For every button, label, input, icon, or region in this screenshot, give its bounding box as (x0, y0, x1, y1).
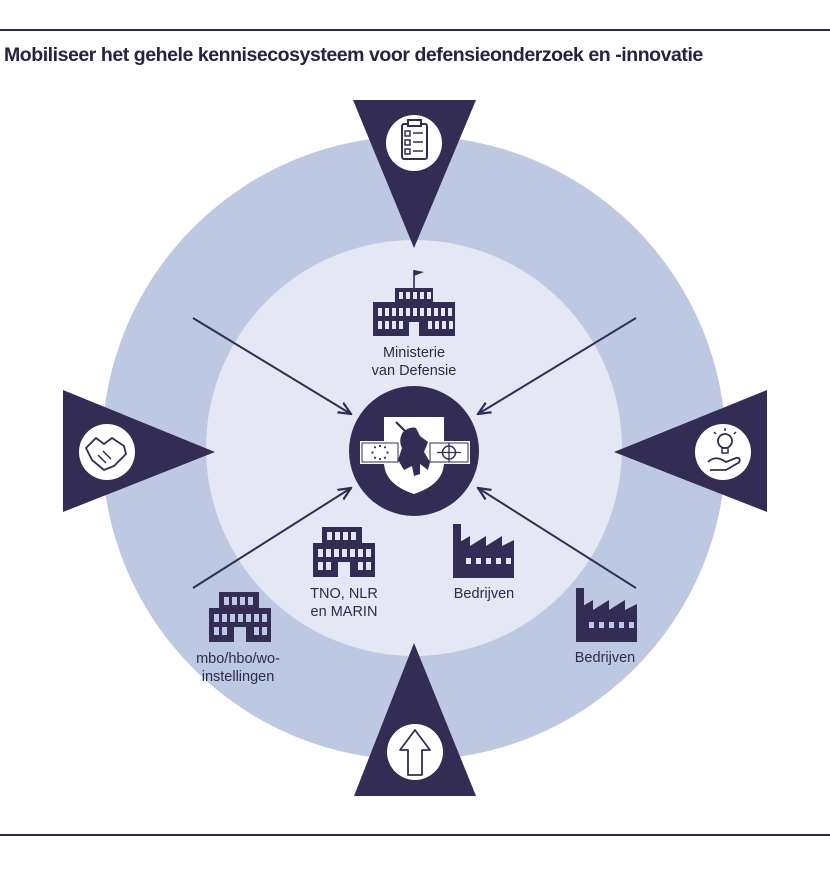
triangle-top (353, 100, 476, 248)
checklist-icon (386, 115, 442, 171)
growth-arrow-icon (387, 724, 443, 780)
factory-icon (576, 588, 637, 642)
arrow-bottom-right (478, 488, 637, 589)
ministerie-label-line1: Ministerie (383, 345, 445, 361)
top-rule (0, 29, 830, 31)
triangle-bottom (354, 643, 476, 796)
building-icon (313, 527, 375, 577)
triangle-right (614, 390, 767, 512)
onderwijs-label-line2: instellingen (202, 669, 275, 685)
school-building-icon (209, 592, 271, 642)
ministerie-label-line2: van Defensie (372, 363, 457, 379)
bedrijven-outer-label: Bedrijven (575, 650, 635, 666)
arrow-bottom-left (192, 488, 351, 589)
bedrijven-inner-label: Bedrijven (454, 586, 514, 602)
government-building-flag-icon (373, 270, 455, 336)
page-title: Mobiliseer het gehele kennisecosysteem v… (4, 44, 703, 66)
tno-label-line1: TNO, NLR (310, 586, 378, 602)
arrow-top-left (192, 317, 351, 414)
factory-icon (453, 524, 514, 578)
arrow-top-right (478, 317, 637, 414)
defence-emblem-eu-nato-icon (349, 386, 479, 516)
tno-label-line2: en MARIN (311, 604, 378, 620)
triangle-left (63, 390, 215, 512)
onderwijs-label-line1: mbo/hbo/wo- (196, 651, 280, 667)
handshake-icon (79, 424, 135, 480)
innovation-idea-icon (695, 424, 751, 480)
bottom-rule (0, 834, 830, 836)
